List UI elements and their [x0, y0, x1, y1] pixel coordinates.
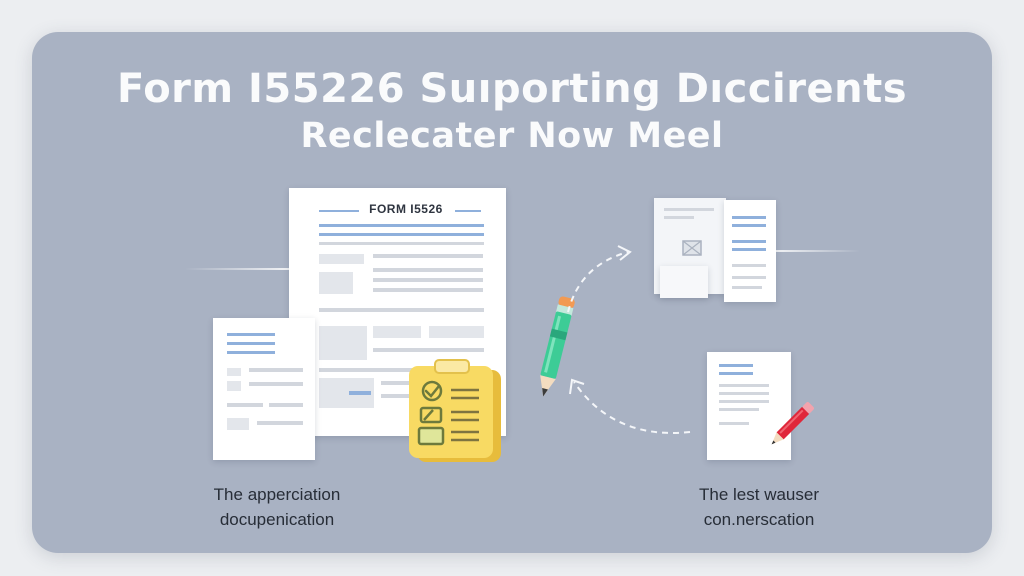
text-line — [732, 264, 766, 267]
form-document: FORM I5526 — [289, 188, 506, 436]
form-header: FORM I5526 — [369, 202, 443, 216]
form-field — [227, 418, 249, 430]
text-line — [249, 382, 303, 386]
supporting-document — [660, 266, 708, 298]
form-field — [319, 272, 353, 294]
light-streak — [770, 250, 860, 252]
text-line — [719, 364, 753, 367]
caption-left: The apperciation docupenication — [162, 482, 392, 532]
supporting-document — [213, 318, 315, 460]
form-field — [373, 326, 421, 338]
text-line — [732, 216, 766, 219]
form-field — [319, 326, 367, 360]
text-line — [732, 224, 766, 227]
text-line — [732, 248, 766, 251]
text-line — [227, 351, 275, 354]
form-field — [227, 368, 241, 376]
text-line — [719, 400, 769, 403]
caption-right: The lest wauser con.nerscation — [644, 482, 874, 532]
main-card — [32, 32, 992, 553]
text-line — [227, 403, 263, 407]
text-line — [373, 268, 483, 272]
check-icon — [421, 380, 443, 402]
text-line — [319, 233, 484, 236]
supporting-document — [724, 200, 776, 302]
page-subtitle: Reclecater Now Meel — [300, 116, 724, 156]
arrow-icon — [569, 378, 691, 434]
text-line — [664, 216, 694, 219]
text-line — [719, 408, 759, 411]
pen-icon — [540, 296, 575, 397]
text-line — [373, 348, 484, 352]
text-line — [732, 276, 766, 279]
text-line — [664, 208, 714, 211]
arrow-icon — [567, 245, 632, 313]
light-streak — [185, 268, 295, 270]
form-field — [319, 254, 364, 264]
text-line — [319, 224, 484, 227]
text-line — [373, 278, 483, 282]
text-line — [349, 391, 371, 395]
text-line — [319, 308, 484, 312]
text-line — [732, 240, 766, 243]
text-line — [719, 392, 769, 395]
text-line — [227, 333, 275, 336]
header-rule — [455, 210, 481, 212]
caption-line: docupenication — [219, 510, 335, 529]
text-line — [381, 394, 413, 398]
text-line — [732, 286, 762, 289]
text-line — [249, 368, 303, 372]
pencil-icon — [771, 402, 814, 445]
caption-line: con.nerscation — [703, 510, 815, 529]
page-title: Form I55226 Suıporting Dıccirents — [117, 66, 907, 112]
text-line — [719, 422, 749, 425]
caption-line: The apperciation — [213, 485, 341, 504]
clipboard-icon — [409, 359, 501, 462]
caption-line: The lest wauser — [699, 485, 819, 504]
text-line — [373, 254, 483, 258]
text-line — [373, 288, 483, 292]
text-line — [719, 384, 769, 387]
text-line — [319, 242, 484, 245]
text-line — [381, 381, 423, 385]
form-field — [227, 381, 241, 391]
form-field — [429, 326, 484, 338]
image-icon — [682, 240, 702, 256]
text-line — [719, 372, 753, 375]
text-line — [227, 342, 275, 345]
text-line — [319, 368, 484, 372]
text-line — [269, 403, 303, 407]
text-line — [257, 421, 303, 425]
header-rule — [319, 210, 359, 212]
